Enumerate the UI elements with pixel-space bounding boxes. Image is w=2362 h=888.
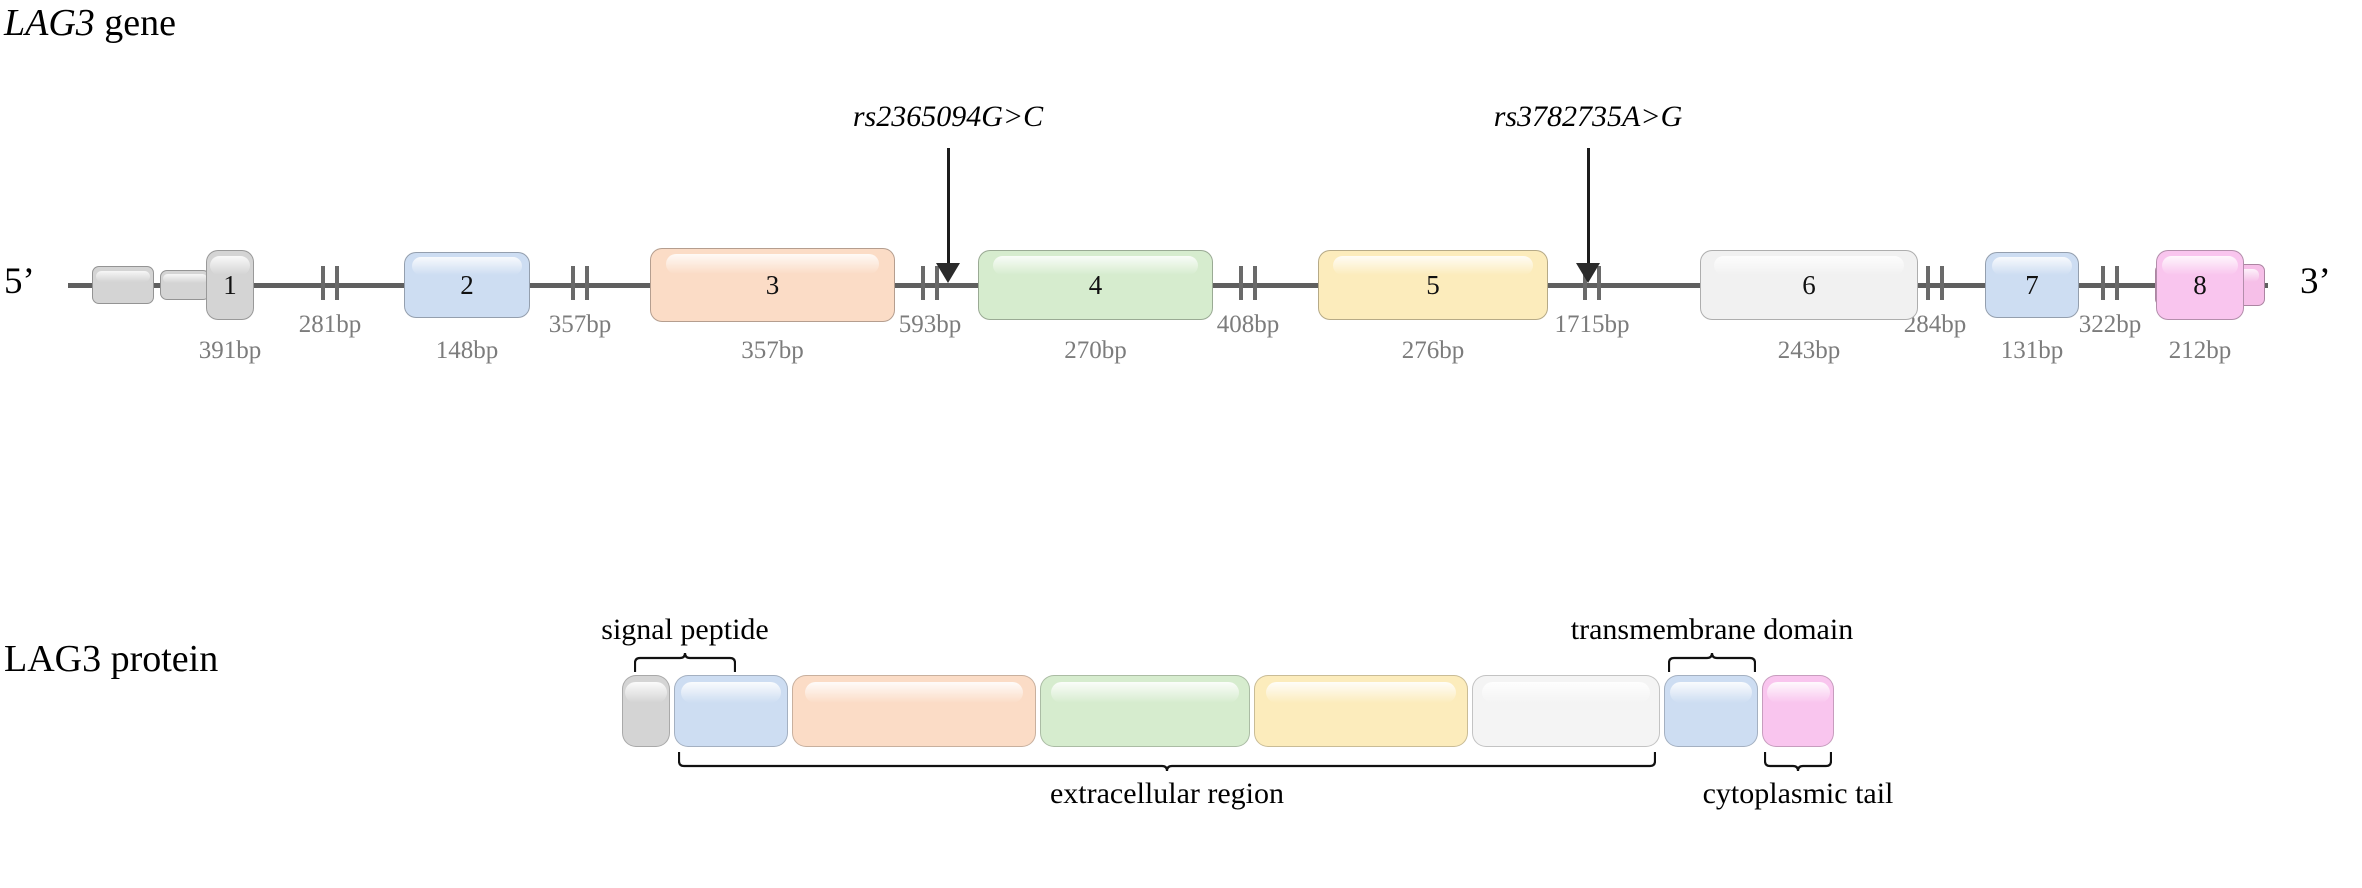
exon-length-label: 243bp (1777, 337, 1841, 364)
exon-box-3[interactable]: 3 (650, 248, 895, 322)
three-prime-label: 3’ (2300, 261, 2331, 302)
exon-number-label: 2 (460, 269, 474, 300)
intron-tick-right-5 (1940, 266, 1944, 300)
exon-number-label: 6 (1802, 269, 1816, 300)
protein-segment-signal-peptide-gray[interactable] (622, 675, 670, 747)
intron-length-label: 322bp (2078, 311, 2142, 338)
exon-number-label: 3 (765, 269, 780, 300)
intron-length-label: 593bp (898, 311, 962, 338)
intron-tick-left-6 (2101, 266, 2105, 300)
snp-label-1: rs3782735A>G (1493, 100, 1683, 133)
intron-tick-left-1 (571, 266, 575, 300)
exon-box-2[interactable]: 2 (404, 252, 530, 318)
exon-box-6[interactable]: 6 (1700, 250, 1918, 320)
exon-length-label: 131bp (2000, 337, 2064, 364)
protein-section-title: LAG3 protein (4, 638, 219, 680)
intron-tick-left-2 (921, 266, 925, 300)
exon-box-5[interactable]: 5 (1318, 250, 1548, 320)
exon-length-label: 357bp (741, 337, 804, 364)
exon-number-label: 1 (223, 269, 237, 300)
snp-arrow-line-1 (1587, 148, 1590, 265)
intron-tick-right-4 (1597, 266, 1601, 300)
exon-length-label: 276bp (1401, 337, 1465, 364)
protein-diagram: signal peptide transmembrane domain extrac… (0, 600, 2362, 888)
intron-tick-left-4 (1583, 266, 1587, 300)
exon-length-label: 391bp (198, 337, 262, 364)
snp-label-0: rs2365094G>C (852, 100, 1044, 133)
gene-section-title: LAG3 gene (4, 4, 176, 42)
intron-tick-left-0 (321, 266, 325, 300)
five-prime-utr-b (160, 270, 210, 300)
exon-number-label: 7 (2025, 269, 2039, 300)
gene-title-suffix: gene (94, 2, 177, 44)
five-prime-utr-a (92, 266, 154, 304)
brace-transmembrane-domain (1668, 653, 1756, 673)
intron-tick-left-3 (1239, 266, 1243, 300)
exon-box-4[interactable]: 4 (978, 250, 1213, 320)
exon-number-label: 8 (2193, 269, 2207, 300)
protein-segment-domain-white[interactable] (1472, 675, 1660, 747)
brace-label-cytoplasmic-tail: cytoplasmic tail (1702, 777, 1894, 810)
intron-tick-right-3 (1253, 266, 1257, 300)
protein-segment-domain-peach[interactable] (792, 675, 1036, 747)
brace-signal-peptide (634, 653, 736, 673)
brace-extracellular-region (678, 751, 1656, 771)
exon-length-label: 212bp (2168, 337, 2232, 364)
snp-arrow-head-0 (936, 263, 960, 283)
exon-number-label: 5 (1426, 269, 1440, 300)
brace-label-signal-peptide: signal peptide (601, 613, 769, 646)
intron-length-label: 408bp (1216, 311, 1280, 338)
intron-tick-right-6 (2115, 266, 2119, 300)
exon-number-label: 4 (1088, 269, 1103, 300)
protein-segment-domain-blue-1[interactable] (674, 675, 788, 747)
protein-segment-cytoplasmic-pink[interactable] (1762, 675, 1834, 747)
exon-box-7[interactable]: 7 (1985, 252, 2079, 318)
snp-arrow-head-1 (1576, 263, 1600, 283)
intron-tick-right-1 (585, 266, 589, 300)
exon-length-label: 148bp (435, 337, 499, 364)
brace-cytoplasmic-tail (1764, 751, 1832, 771)
intron-length-label: 281bp (298, 311, 362, 338)
brace-label-transmembrane-domain: transmembrane domain (1570, 613, 1854, 646)
protein-segment-domain-yellow[interactable] (1254, 675, 1468, 747)
brace-label-extracellular-region: extracellular region (1049, 777, 1285, 810)
intron-tick-right-2 (935, 266, 939, 300)
gene-title-italic: LAG3 (4, 2, 95, 44)
five-prime-label: 5’ (4, 261, 35, 302)
exon-box-8[interactable]: 8 (2156, 250, 2244, 320)
intron-tick-right-0 (335, 266, 339, 300)
intron-length-label: 357bp (548, 311, 612, 338)
protein-segment-domain-green[interactable] (1040, 675, 1250, 747)
exon-length-label: 270bp (1064, 337, 1127, 364)
exon-box-1[interactable]: 1 (206, 250, 254, 320)
intron-length-label: 1715bp (1554, 311, 1630, 338)
intron-tick-left-5 (1926, 266, 1930, 300)
protein-segment-transmembrane-blue[interactable] (1664, 675, 1758, 747)
snp-arrow-line-0 (947, 148, 950, 265)
